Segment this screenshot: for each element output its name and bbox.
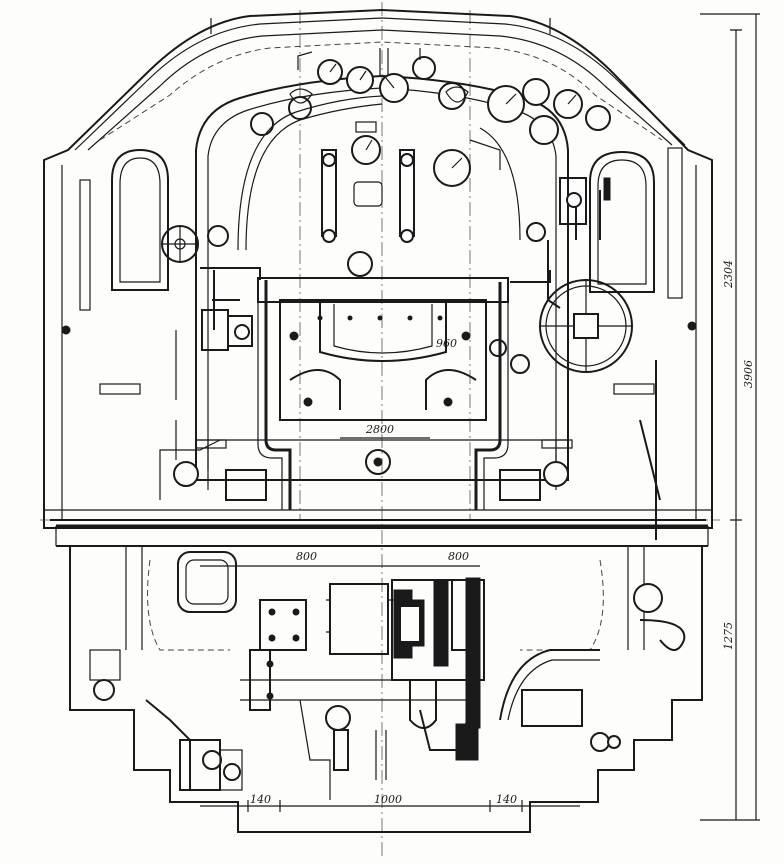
injectors (99, 177, 655, 501)
gauges (250, 56, 611, 277)
dim-frame-left: 800 (296, 550, 317, 563)
dimension-lines (200, 13, 760, 821)
rivets (61, 315, 697, 700)
steps (89, 583, 686, 791)
cab-windows (79, 147, 683, 311)
dim-bottom-left: 140 (250, 793, 271, 806)
dim-bottom-center: 1000 (374, 793, 402, 806)
dim-bottom-right: 140 (496, 793, 517, 806)
dim-cab-width: 2800 (365, 423, 394, 436)
drawbar-coupling (391, 577, 485, 761)
dim-total-height: 3906 (742, 360, 755, 388)
handwheels (161, 86, 633, 374)
pipework (159, 48, 661, 540)
dimension-labels: 2800 960 800 800 1000 140 140 2304 3906 … (250, 260, 755, 806)
cab-outline (43, 8, 713, 529)
dim-firedoor-width: 960 (436, 337, 457, 350)
water-gauge-glasses (321, 121, 415, 243)
dim-upper-height: 2304 (722, 260, 735, 289)
dim-lower-height: 1275 (722, 622, 735, 650)
dim-frame-right: 800 (448, 550, 469, 563)
